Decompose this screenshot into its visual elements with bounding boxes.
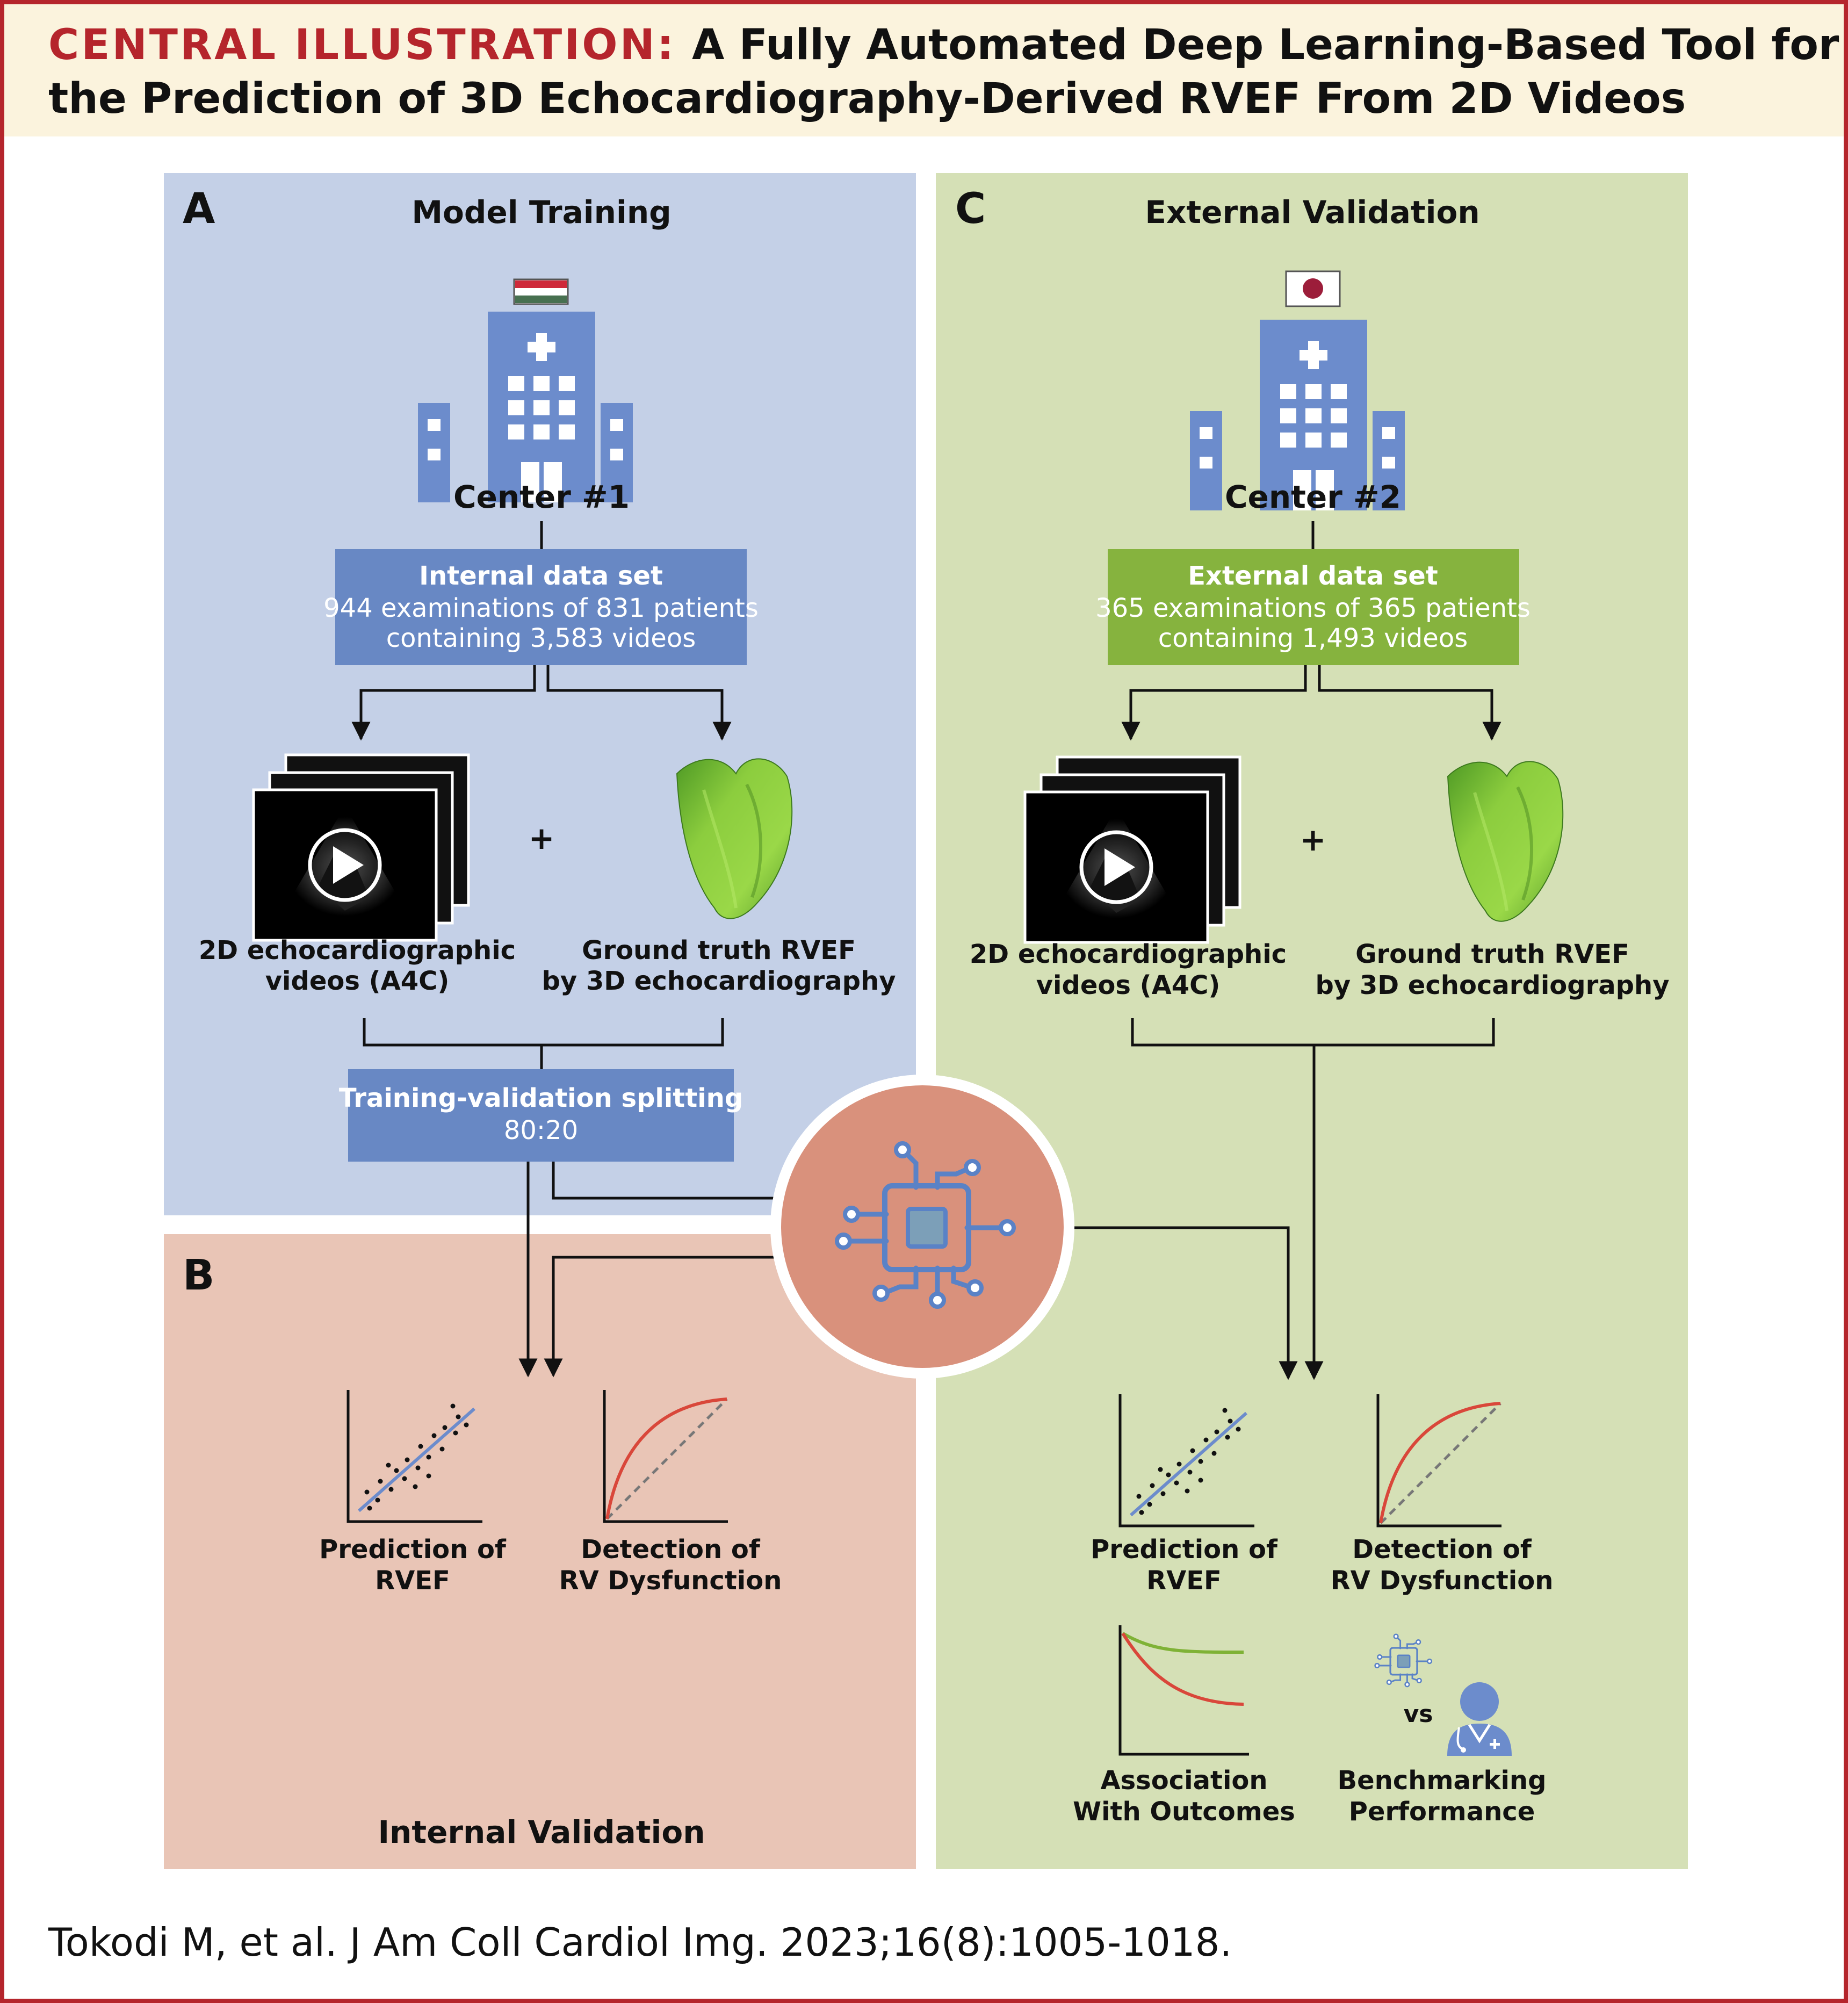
panel-a-letter: A	[183, 185, 215, 233]
center-2-label: Center #2	[1225, 479, 1401, 515]
external-dataset-line1: 365 examinations of 365 patients	[1095, 593, 1531, 623]
split-box	[348, 1069, 734, 1162]
merge-bracket-a	[363, 1018, 724, 1047]
detection-label-c-line1: Detection of	[1352, 1534, 1532, 1565]
association-label-line1: Association	[1100, 1766, 1267, 1796]
header-title-line2: the Prediction of 3D Echocardiography-De…	[48, 75, 1686, 123]
arrow-to-truth-a	[546, 665, 732, 741]
truth-label-a-line1: Ground truth RVEF	[582, 935, 856, 966]
internal-validation-label: Internal Validation	[378, 1814, 705, 1850]
panel-c-letter: C	[955, 185, 986, 233]
benchmark-label-line1: Benchmarking	[1338, 1766, 1547, 1796]
arrow-model-to-external-validation	[1029, 1226, 1298, 1380]
videos-label-c-line2: videos (A4C)	[1036, 970, 1221, 1000]
panel-a-title: Model Training	[412, 194, 671, 230]
external-dataset-box	[1108, 549, 1519, 665]
truth-label-c-line2: by 3D echocardiography	[1315, 970, 1669, 1000]
arrow-split-to-model	[552, 1162, 820, 1208]
videos-label-a-line1: 2D echocardiographic	[199, 935, 516, 966]
hospital-icon-center-2	[1190, 270, 1405, 510]
detection-label-b-line1: Detection of	[581, 1534, 761, 1565]
internal-dataset-line2: containing 3,583 videos	[386, 623, 696, 653]
hospital-icon-center-1	[418, 278, 633, 502]
external-dataset-title: External data set	[1188, 561, 1438, 591]
arrow-to-truth-c	[1318, 665, 1502, 741]
truth-label-c-line1: Ground truth RVEF	[1355, 939, 1629, 969]
split-title: Training-validation splitting	[339, 1083, 743, 1113]
survival-curve-icon	[1118, 1625, 1249, 1756]
deep-learning-model	[770, 1075, 1074, 1379]
arrow-to-videos-a	[351, 665, 536, 741]
benchmark-label-line2: Performance	[1349, 1797, 1535, 1827]
videos-label-a-line2: videos (A4C)	[265, 966, 450, 996]
plus-sign-a: +	[529, 820, 555, 856]
prediction-label-b-line2: RVEF	[375, 1566, 450, 1596]
detection-label-b-line2: RV Dysfunction	[559, 1566, 782, 1596]
echo-video-stack-c	[1025, 757, 1240, 942]
association-label-line2: With Outcomes	[1073, 1797, 1295, 1827]
vs-label: vs	[1404, 1701, 1433, 1728]
internal-dataset-box	[335, 549, 747, 665]
prediction-label-c-line2: RVEF	[1146, 1566, 1222, 1596]
arrow-model-to-internal-validation	[544, 1256, 833, 1378]
arrow-to-videos-c	[1121, 665, 1307, 741]
truth-label-a-line2: by 3D echocardiography	[542, 966, 896, 996]
center-1-label: Center #1	[453, 479, 630, 515]
plus-sign-c: +	[1300, 822, 1326, 858]
detection-label-c-line2: RV Dysfunction	[1331, 1566, 1554, 1596]
internal-dataset-title: Internal data set	[419, 561, 663, 591]
split-ratio: 80:20	[504, 1115, 578, 1145]
header-band	[4, 4, 1844, 136]
external-dataset-line2: containing 1,493 videos	[1158, 623, 1468, 653]
videos-label-c-line1: 2D echocardiographic	[970, 939, 1287, 969]
internal-dataset-line1: 944 examinations of 831 patients	[323, 593, 759, 623]
prediction-label-b-line1: Prediction of	[319, 1534, 507, 1565]
panel-b-letter: B	[183, 1251, 214, 1300]
panel-b-background	[164, 1234, 916, 1869]
citation: Tokodi M, et al. J Am Coll Cardiol Img. …	[48, 1920, 1232, 1965]
prediction-label-c-line1: Prediction of	[1091, 1534, 1278, 1565]
panel-c-title: External Validation	[1145, 194, 1479, 230]
doctor-icon	[1447, 1682, 1512, 1756]
header-title-line1: CENTRAL ILLUSTRATION:A Fully Automated D…	[48, 21, 1839, 69]
echo-video-stack-a	[254, 755, 468, 940]
